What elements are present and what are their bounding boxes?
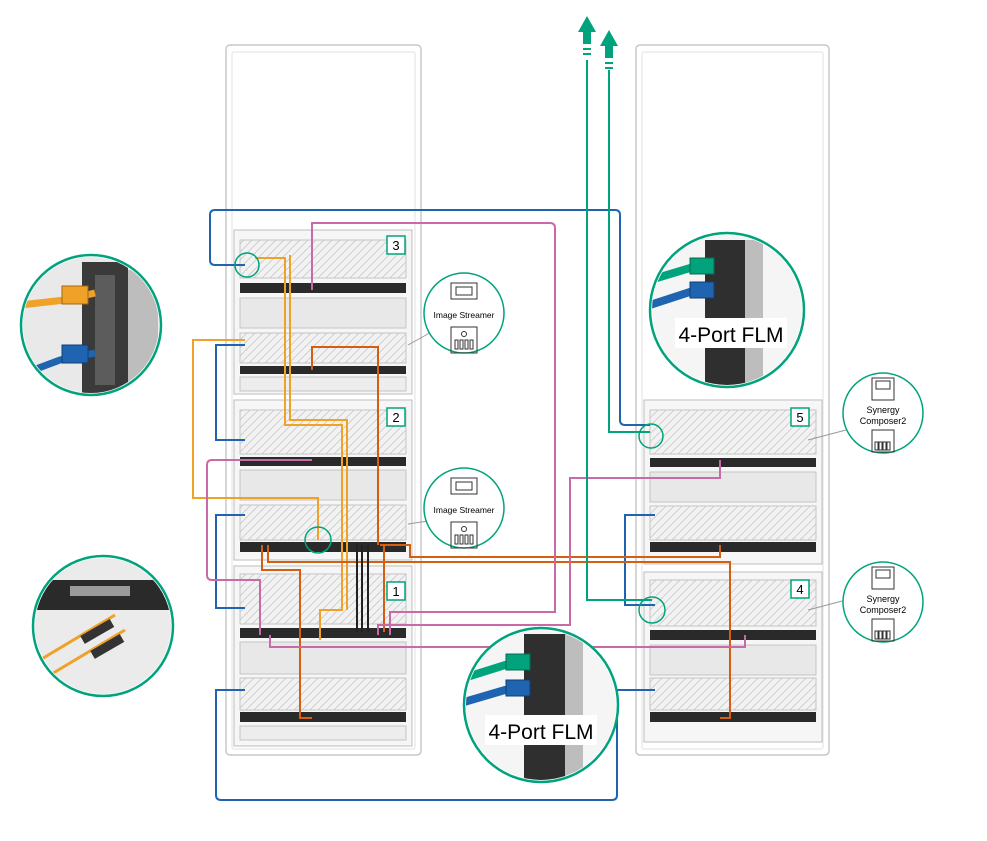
- cables-black: [356, 545, 369, 632]
- frame-number-5: 5: [790, 407, 810, 427]
- appliance-callout-image-streamer-top: Image Streamer: [407, 272, 505, 354]
- flm-callout-top: 4-Port FLM: [648, 231, 806, 389]
- frame-number-text: 2: [392, 410, 399, 425]
- flm-label: 4-Port FLM: [678, 324, 783, 347]
- frame-number-4: 4: [790, 579, 810, 599]
- appliance-callout-composer-bottom: Synergy Composer2: [807, 561, 924, 643]
- frame-number-text: 5: [796, 410, 803, 425]
- appliance-icon: [871, 566, 895, 642]
- appliance-label: Image Streamer: [434, 310, 495, 320]
- frame-4: [643, 571, 823, 743]
- frame-number-text: 3: [392, 238, 399, 253]
- appliance-callout-composer-top: Synergy Composer2: [807, 372, 924, 454]
- appliance-icon: [871, 377, 895, 453]
- appliance-label-line1: Synergy: [866, 405, 900, 415]
- frame-number-text: 1: [392, 584, 399, 599]
- frame-number-text: 4: [796, 582, 803, 597]
- frame-number-3: 3: [386, 235, 406, 255]
- up-arrow-icon: [578, 16, 618, 69]
- frame-number-1: 1: [386, 581, 406, 601]
- frame-3: [233, 229, 413, 395]
- frame-5: [643, 399, 823, 565]
- flm-label: 4-Port FLM: [488, 721, 593, 744]
- magnifier-callout-icon-fiber: [31, 554, 175, 698]
- appliance-icon: [450, 477, 478, 549]
- magnifier-callout-icon-ports: [19, 253, 163, 397]
- appliance-label: Image Streamer: [434, 505, 495, 515]
- frame-number-2: 2: [386, 407, 406, 427]
- appliance-label-line1: Synergy: [866, 594, 900, 604]
- cables-darkorange: [261, 346, 731, 719]
- appliance-icon: [450, 282, 478, 354]
- appliance-label-line2: Composer2: [860, 416, 907, 426]
- cables-orange: [192, 255, 348, 640]
- cables-green: [586, 60, 652, 601]
- flm-callout-bottom: 4-Port FLM: [462, 626, 620, 784]
- appliance-callout-image-streamer-bottom: Image Streamer: [407, 467, 505, 549]
- appliance-label-line2: Composer2: [860, 605, 907, 615]
- port-highlight: [234, 252, 666, 624]
- frame-1: [233, 565, 413, 747]
